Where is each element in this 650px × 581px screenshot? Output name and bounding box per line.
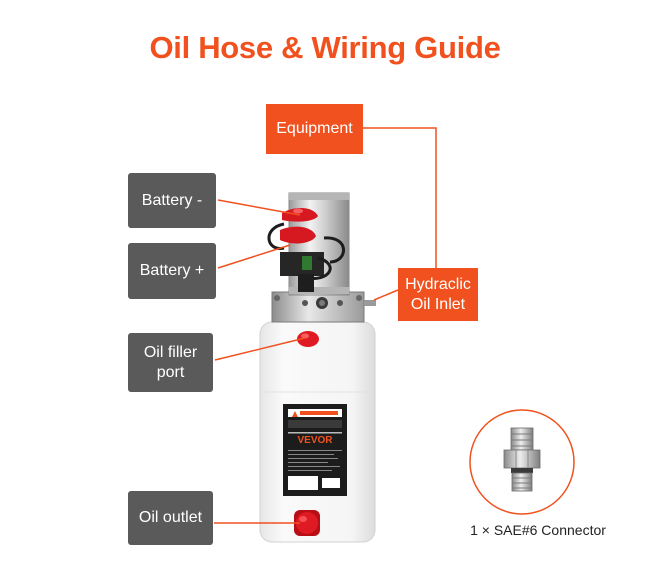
brand-logo: VEVOR [297, 435, 333, 446]
oil-outlet-cap [294, 510, 320, 536]
battery-negative-label: Battery - [128, 173, 216, 228]
equipment-label: Equipment [266, 104, 363, 154]
oil-filler-cap [297, 331, 319, 347]
connector-callout [469, 409, 575, 515]
page-title: Oil Hose & Wiring Guide [149, 30, 501, 65]
connector-caption: 1 × SAE#6 Connector [470, 522, 606, 538]
product-label [283, 404, 347, 496]
valve-block [271, 291, 376, 323]
oil-filler-port-label: Oil filler port [128, 333, 213, 392]
hydraulic-oil-inlet-label: Hydraclic Oil Inlet [398, 268, 478, 321]
oil-outlet-label: Oil outlet [128, 491, 213, 545]
callout-lines [214, 127, 437, 524]
battery-positive-label: Battery + [128, 243, 216, 299]
sae6-connector [503, 427, 541, 492]
